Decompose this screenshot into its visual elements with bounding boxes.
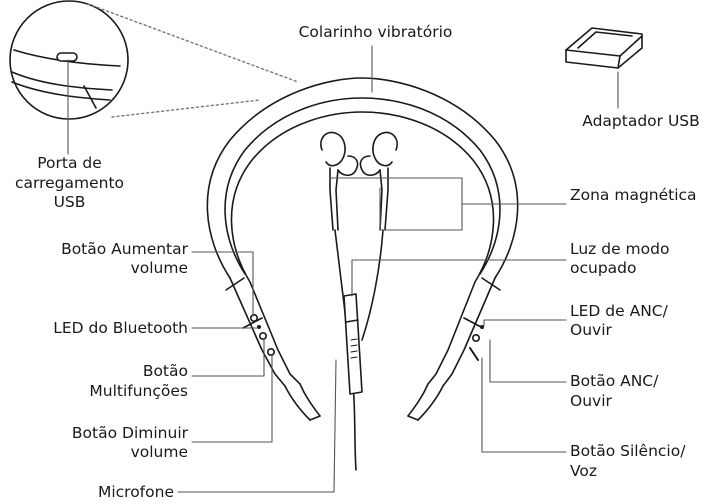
- usb-port-magnified-icon: [10, 1, 128, 119]
- label-multi-1: Botão: [2, 362, 188, 381]
- label-vol-up-2: volume: [2, 259, 188, 278]
- label-anc-button-2: Ouvir: [570, 392, 720, 411]
- label-charging-port-3: USB: [2, 193, 137, 212]
- label-anc-led-1: LED de ANC/: [570, 302, 720, 321]
- usb-dongle-icon: [566, 28, 642, 68]
- label-vol-down-2: volume: [2, 443, 188, 462]
- label-busy-light-2: ocupado: [570, 259, 720, 278]
- zoom-line-bottom: [112, 100, 260, 117]
- label-charging-port-2: carregamento: [2, 174, 137, 193]
- label-vol-up-1: Botão Aumentar: [2, 240, 188, 259]
- label-mute-1: Botão Silêncio/: [570, 442, 720, 461]
- neckband-headset-drawing: [207, 78, 517, 470]
- label-vol-down-1: Botão Diminuir: [2, 424, 188, 443]
- label-bt-led: LED do Bluetooth: [2, 319, 188, 338]
- zoom-line-top: [88, 4, 298, 82]
- label-anc-led-2: Ouvir: [570, 321, 720, 340]
- label-busy-light-1: Luz de modo: [570, 240, 720, 259]
- label-mute-2: Voz: [570, 462, 720, 481]
- label-charging-port-1: Porta de: [2, 154, 137, 173]
- label-anc-button-1: Botão ANC/: [570, 372, 720, 391]
- label-usb-adapter: Adaptador USB: [566, 112, 716, 131]
- label-magnetic-zone: Zona magnética: [570, 186, 720, 205]
- label-microphone: Microfone: [2, 483, 174, 502]
- label-multi-2: Multifunções: [2, 382, 188, 401]
- label-collar: Colarinho vibratório: [288, 23, 463, 42]
